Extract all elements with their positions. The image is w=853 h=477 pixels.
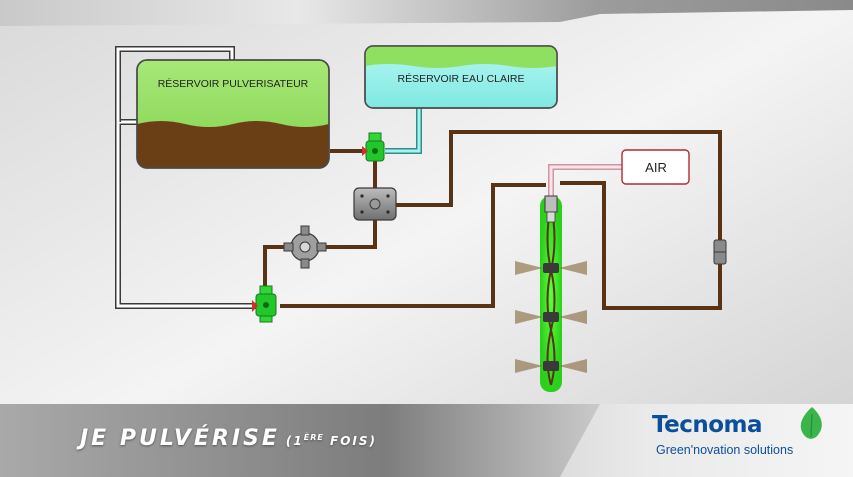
spray-boom [540,195,562,392]
air-source [621,149,690,185]
clear-water-tank [364,45,558,109]
nozzle-1 [515,261,587,275]
brand-name: Tecnoma [652,412,763,438]
top-metal-bar [0,0,853,26]
air-label: AIR [645,160,667,175]
caption-paren-open: (1 [285,434,304,448]
return-pipe-inner [116,120,256,308]
sprayer-tank [136,59,330,169]
clear-water-pipe-inner [385,108,421,153]
clear-water-tank-label: RÉSERVOIR EAU CLAIRE [397,72,524,85]
nozzle-2 [515,310,587,324]
caption-main: JE PULVÉRISE [80,426,280,451]
brown-pipes [263,130,722,310]
bottom-bar-sheen [560,404,853,477]
caption-paren-close: FOIS) [323,434,378,448]
piston-pump [283,225,327,269]
distributor-box [353,187,397,221]
return-pipe-top-inner [116,47,234,122]
sprayer-tank-label: RÉSERVOIR PULVERISATEUR [158,77,309,90]
caption-superscript: ÈRE [303,433,324,442]
three-way-valve-bottom [252,285,277,323]
nozzle-3 [515,359,587,373]
caption-parenthetical: (1ÈRE FOIS) [285,433,378,448]
leaf-icon [800,407,822,439]
three-way-valve-top [362,132,385,162]
pipe-coupling [713,239,727,265]
slide-caption: JE PULVÉRISE (1ÈRE FOIS) [80,426,377,451]
brand-tagline: Green'novation solutions [656,443,794,457]
air-pipe-inner [549,165,624,196]
